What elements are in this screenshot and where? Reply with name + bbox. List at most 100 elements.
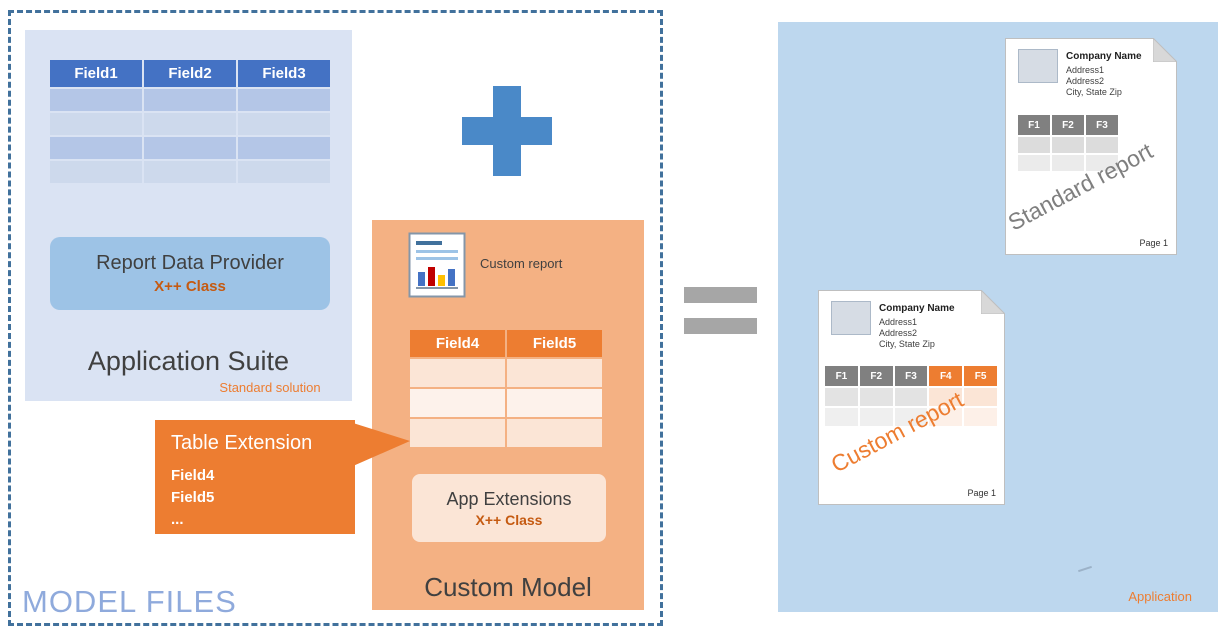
table-cell	[1086, 155, 1118, 171]
address-line: City, State Zip	[1066, 87, 1122, 97]
table-cell	[1052, 137, 1084, 153]
table-header-cell-extended: F5	[964, 366, 997, 386]
table-cell	[825, 408, 858, 426]
table-cell	[144, 89, 236, 111]
standard-report-page: Company Name Address1 Address2 City, Sta…	[1004, 38, 1177, 255]
table-row	[410, 389, 602, 417]
table-extension-field: Field5	[171, 488, 215, 506]
table-cell	[894, 408, 928, 426]
table-cell	[1052, 155, 1084, 171]
address-line: City, State Zip	[879, 339, 935, 349]
address-line: Address1	[879, 317, 918, 327]
model-files-boundary	[8, 10, 663, 626]
company-logo-placeholder	[1018, 49, 1058, 83]
table-cell	[410, 389, 505, 417]
table-cell	[144, 137, 236, 159]
table-row	[50, 113, 330, 135]
table-row	[410, 419, 602, 447]
table-cell	[507, 419, 602, 447]
custom-model-title: Custom Model	[424, 572, 592, 602]
table-cell	[50, 137, 142, 159]
app-extensions-box: App Extensions X++ Class	[412, 474, 606, 542]
table-cell	[894, 388, 928, 406]
table-header-cell: Field5	[507, 330, 602, 357]
equals-top-bar	[684, 287, 757, 303]
table-cell	[144, 161, 236, 183]
table-row	[825, 408, 997, 426]
table-row	[825, 388, 997, 406]
page-number: Page 1	[967, 488, 996, 498]
table-cell	[50, 89, 142, 111]
company-name: Company Name	[879, 303, 955, 314]
standard-solution-label: Standard solution	[219, 380, 321, 395]
table-cell-extended	[964, 388, 997, 406]
table-cell	[144, 113, 236, 135]
table-row	[50, 89, 330, 111]
plus-icon	[462, 86, 552, 176]
address-line: Address2	[1066, 76, 1105, 86]
table-header-cell: Field2	[144, 60, 236, 87]
xpp-class-label: X++ Class	[154, 278, 226, 295]
page-fold-corner	[981, 290, 1005, 314]
table-row	[50, 161, 330, 183]
table-cell	[238, 113, 330, 135]
application-suite-panel: Field1 Field2 Field3 Report Data Provide…	[25, 30, 352, 401]
table-cell	[507, 359, 602, 387]
table-cell-extended	[929, 388, 963, 406]
callout-pointer	[353, 423, 410, 466]
application-label: Application	[1128, 589, 1192, 604]
company-name: Company Name	[1066, 51, 1142, 62]
equals-bottom-bar	[684, 318, 757, 334]
table-extension-field: Field4	[171, 467, 215, 484]
table-cell	[238, 137, 330, 159]
table-cell	[410, 359, 505, 387]
custom-model-panel: Custom report Field4 Field5 App Extensio…	[372, 220, 644, 610]
stray-mark	[1078, 565, 1092, 573]
table-header-cell: F2	[859, 366, 893, 386]
table-header-cell: F2	[1052, 115, 1084, 135]
table-header-cell: F3	[894, 366, 928, 386]
table-cell	[238, 89, 330, 111]
table-cell-extended	[929, 408, 963, 426]
table-cell	[507, 389, 602, 417]
company-address: Address1 Address2 City, State Zip	[1066, 65, 1122, 98]
table-header-cell: F1	[1018, 115, 1050, 135]
company-address: Address1 Address2 City, State Zip	[879, 317, 935, 350]
table-cell	[1018, 137, 1050, 153]
table-header-cell: Field4	[410, 330, 505, 357]
table-header-cell: Field3	[238, 60, 330, 87]
plus-vertical-bar	[493, 86, 521, 176]
custom-report-page: Company Name Address1 Address2 City, Sta…	[818, 290, 1005, 505]
table-cell	[859, 388, 893, 406]
table-header-cell-extended: F4	[929, 366, 963, 386]
table-header-row: F1 F2 F3	[1018, 115, 1118, 135]
table-extension-callout: Table Extension Field4 Field5 ...	[155, 420, 355, 534]
equals-icon	[684, 287, 757, 334]
report-data-provider-title: Report Data Provider	[96, 252, 284, 274]
custom-report-table: F1 F2 F3 F4 F5	[825, 366, 997, 426]
report-document-icon	[408, 232, 466, 298]
table-header-cell: Field1	[50, 60, 142, 87]
table-row	[1018, 137, 1118, 153]
xpp-class-label: X++ Class	[475, 511, 543, 528]
page-fold-corner	[1153, 38, 1177, 62]
table-header-row: F1 F2 F3 F4 F5	[825, 366, 997, 386]
table-header-cell: F1	[825, 366, 858, 386]
table-header-cell: F3	[1086, 115, 1118, 135]
model-files-label: MODEL FILES	[22, 584, 237, 619]
address-line: Address2	[879, 328, 918, 338]
table-cell-extended	[964, 408, 997, 426]
table-cell	[50, 161, 142, 183]
table-cell	[1086, 137, 1118, 153]
company-logo-placeholder	[831, 301, 871, 335]
table-row	[1018, 155, 1118, 171]
table-cell	[50, 113, 142, 135]
table-extension-title: Table Extension	[171, 432, 313, 454]
table-cell	[825, 388, 858, 406]
address-line: Address1	[1066, 65, 1105, 75]
report-data-provider-box: Report Data Provider X++ Class	[50, 237, 330, 310]
standard-fields-table: Field1 Field2 Field3	[50, 60, 330, 183]
table-cell	[238, 161, 330, 183]
standard-report-table: F1 F2 F3	[1018, 115, 1118, 171]
